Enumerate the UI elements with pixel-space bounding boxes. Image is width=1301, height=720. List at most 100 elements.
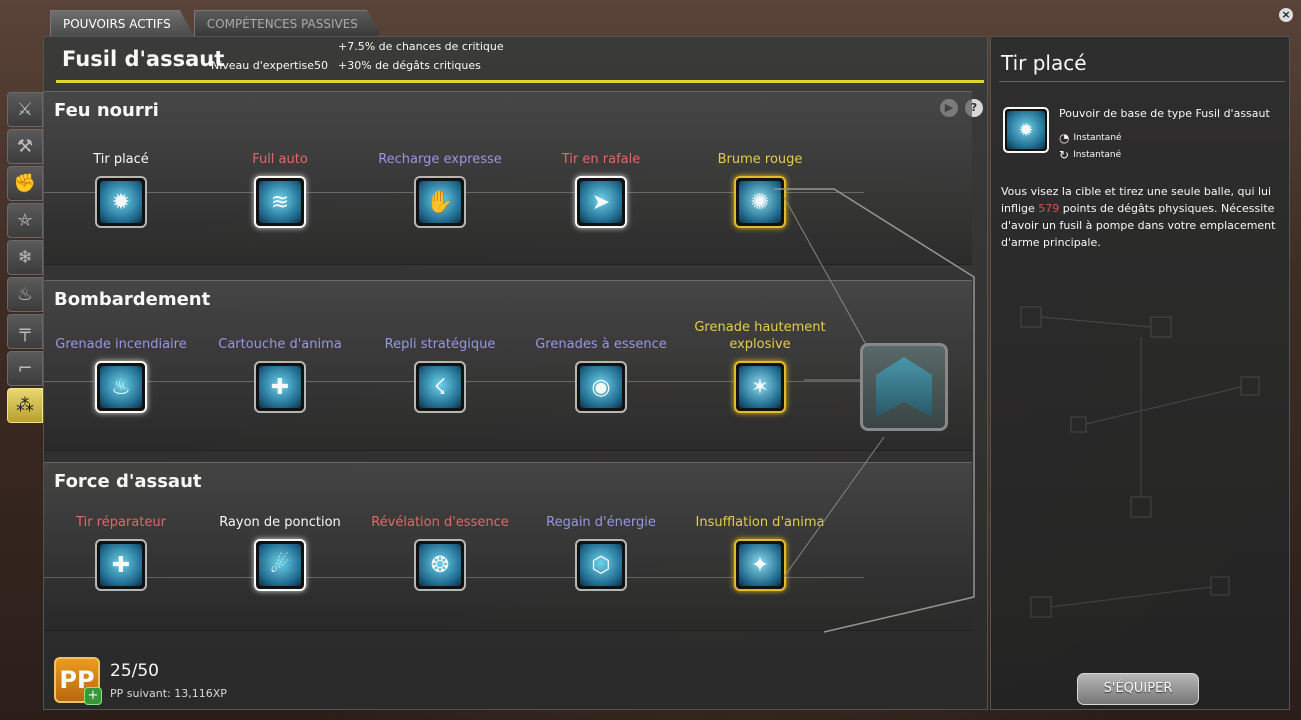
burst-icon: ✹ (100, 181, 142, 223)
ability-brume-rouge[interactable]: Brume rouge ✺ (685, 128, 835, 228)
ability-label: Recharge expresse (378, 152, 502, 167)
ability-label: Cartouche d'anima (218, 337, 342, 352)
ability-label: Insufflation d'anima (695, 515, 825, 530)
close-button[interactable]: × (1279, 8, 1293, 22)
ability-slot[interactable]: ✋ (414, 176, 466, 228)
bonus-crit-damage: +30% de dégâts critiques (338, 59, 481, 72)
ability-slot[interactable]: ➤ (575, 176, 627, 228)
ability-label: Tir placé (93, 152, 149, 167)
ability-grenade-incendiaire[interactable]: Grenade incendiaire ♨ (46, 313, 196, 413)
ability-tir-place[interactable]: Tir placé ✹ (46, 128, 196, 228)
detail-cast-time: ◔ Instantané (1059, 131, 1122, 145)
ability-tir-en-rafale[interactable]: Tir en rafale ➤ (526, 128, 676, 228)
ability-slot[interactable]: ♨ (95, 361, 147, 413)
tab-passive-skills[interactable]: COMPÉTENCES PASSIVES (194, 10, 381, 36)
section-title: Bombardement (54, 289, 211, 310)
reload-hand-icon: ✋ (419, 181, 461, 223)
ability-label: Regain d'énergie (546, 515, 656, 530)
pp-plus-icon: + (84, 687, 102, 705)
section-title: Force d'assaut (54, 471, 202, 492)
ability-slot[interactable]: ✶ (734, 361, 786, 413)
cooldown-icon: ↻ (1059, 148, 1070, 162)
ability-slot[interactable]: ◉ (575, 361, 627, 413)
weapon-name: Fusil d'assaut (62, 47, 225, 71)
ability-revelation-essence[interactable]: Révélation d'essence ❂ (365, 491, 515, 591)
ability-slot[interactable]: ✚ (254, 361, 306, 413)
ability-detail-panel: Tir placé ✹ Pouvoir de base de type Fusi… (990, 36, 1290, 710)
desc-text: Vous visez la cible et tirez une seule b… (1001, 185, 1272, 215)
rail-chaos-icon[interactable]: ❄ (7, 240, 43, 275)
rail-fist-icon[interactable]: ✊ (7, 166, 43, 201)
rail-blood-icon[interactable]: ⛤ (7, 203, 43, 238)
bonus-crit-chance: +7.5% de chances de critique (338, 40, 504, 53)
weapon-emblem (860, 343, 948, 431)
ability-slot[interactable]: ✹ (95, 176, 147, 228)
ability-slot[interactable]: ≋ (254, 176, 306, 228)
ability-regain-energie[interactable]: Regain d'énergie ⬡ (526, 491, 676, 591)
rail-elemental-icon[interactable]: ♨ (7, 277, 43, 312)
rail-assault-rifle-icon[interactable]: ⁂ (7, 388, 43, 423)
rail-hammer-icon[interactable]: ⚒ (7, 129, 43, 164)
ability-label: Tir réparateur (76, 515, 166, 530)
ability-slot[interactable]: ☇ (414, 361, 466, 413)
ability-label: Grenade incendiaire (55, 337, 187, 352)
ability-label: Grenades à essence (535, 337, 667, 352)
ability-repli-strategique[interactable]: Repli stratégique ☇ (365, 313, 515, 413)
cast-time-value: Instantané (1073, 133, 1122, 143)
ability-recharge-expresse[interactable]: Recharge expresse ✋ (365, 128, 515, 228)
leech-beam-icon: ☄ (259, 544, 301, 586)
detail-icon-frame: ✹ (1003, 107, 1049, 153)
expertise-value: 50 (314, 59, 328, 72)
rail-pistol-icon[interactable]: ⌐ (7, 351, 43, 386)
detail-title: Tir placé (1001, 51, 1087, 75)
pp-next: PP suivant: 13,116XP (110, 687, 227, 700)
ability-label: Full auto (252, 152, 308, 167)
ability-wheel-panel: Fusil d'assaut Niveau d'expertise 50 +7.… (43, 36, 988, 710)
divider (999, 81, 1285, 82)
essence-grenade-icon: ◉ (580, 366, 622, 408)
detail-description: Vous visez la cible et tirez une seule b… (1001, 183, 1281, 251)
tab-bar: POUVOIRS ACTIFS COMPÉTENCES PASSIVES (50, 10, 381, 36)
ability-label: Tir en rafale (561, 152, 641, 167)
rail-shotgun-icon[interactable]: ╤ (7, 314, 43, 349)
ability-insufflation-anima[interactable]: Insufflation d'anima ✦ (685, 491, 835, 591)
section-bombardement: Bombardement Grenade incendiaire ♨ Carto… (44, 280, 972, 451)
energy-icon: ⬡ (580, 544, 622, 586)
ability-slot[interactable]: ✺ (734, 176, 786, 228)
ability-grenade-hautement-explosive[interactable]: Grenade hautement explosive ✶ (685, 313, 835, 413)
ability-slot[interactable]: ☄ (254, 539, 306, 591)
ability-grenades-essence[interactable]: Grenades à essence ◉ (526, 313, 676, 413)
ability-slot[interactable]: ✦ (734, 539, 786, 591)
section-force-assaut: Force d'assaut Tir réparateur ✚ Rayon de… (44, 462, 972, 631)
tab-active-powers[interactable]: POUVOIRS ACTIFS (50, 10, 194, 36)
section-title: Feu nourri (54, 100, 159, 121)
ability-label: Rayon de ponction (219, 515, 341, 530)
ability-rayon-ponction[interactable]: Rayon de ponction ☄ (205, 491, 355, 591)
equip-button[interactable]: S'ÉQUIPER (1077, 673, 1199, 705)
expertise-label: Niveau d'expertise (211, 59, 315, 72)
weapon-category-rail: ⚔ ⚒ ✊ ⛤ ❄ ♨ ╤ ⌐ ⁂ (7, 92, 43, 425)
ability-slot[interactable]: ❂ (414, 539, 466, 591)
ability-slot[interactable]: ⬡ (575, 539, 627, 591)
ability-full-auto[interactable]: Full auto ≋ (205, 128, 355, 228)
tree-connector (774, 188, 975, 633)
red-mist-icon: ✺ (739, 181, 781, 223)
fire-grenade-icon: ♨ (100, 366, 142, 408)
detail-type: Pouvoir de base de type Fusil d'assaut (1059, 107, 1270, 120)
section-feu-nourri: Feu nourri Tir placé ✹ Full auto ≋ Recha… (44, 91, 972, 265)
burst-icon: ✹ (1007, 111, 1045, 149)
ability-label: Révélation d'essence (371, 515, 509, 530)
desc-text: points de dégâts physiques. Nécessite d'… (1001, 202, 1276, 249)
anima-infusion-icon: ✦ (739, 544, 781, 586)
rail-blade-icon[interactable]: ⚔ (7, 92, 43, 127)
bullets-icon: ≋ (259, 181, 301, 223)
bullet-arrow-icon: ➤ (580, 181, 622, 223)
cooldown-value: Instantané (1073, 150, 1122, 160)
ability-cartouche-anima[interactable]: Cartouche d'anima ✚ (205, 313, 355, 413)
leap-icon: ☇ (419, 366, 461, 408)
clock-icon: ◔ (1059, 131, 1070, 145)
ability-tir-reparateur[interactable]: Tir réparateur ✚ (46, 491, 196, 591)
ability-slot[interactable]: ✚ (95, 539, 147, 591)
ability-label: Brume rouge (717, 152, 803, 167)
essence-reveal-icon: ❂ (419, 544, 461, 586)
